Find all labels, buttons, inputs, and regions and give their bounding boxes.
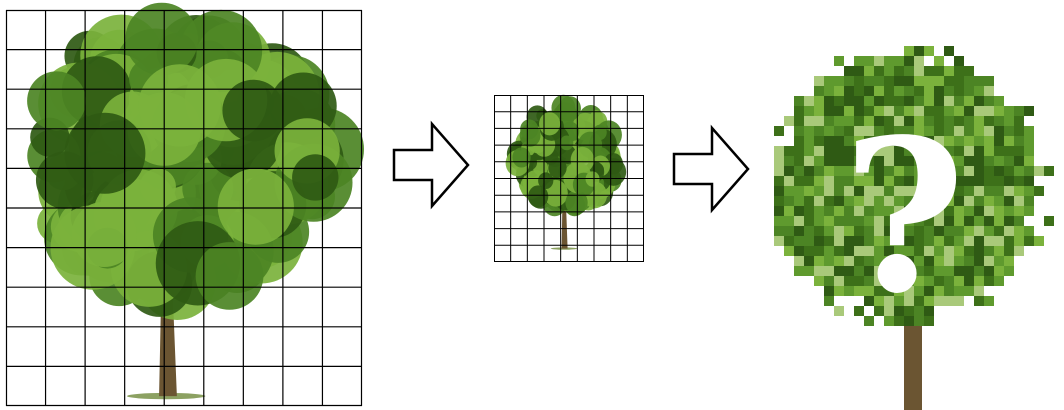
grid-overlay	[5, 9, 363, 407]
right-arrow-icon	[392, 120, 470, 210]
pixelated-tree-illustration	[774, 46, 1054, 410]
original-tree-panel	[5, 2, 365, 407]
upsampled-tree-panel: ?	[764, 36, 1064, 410]
pixelated-tree-image: ?	[774, 46, 1054, 410]
question-mark: ?	[842, 93, 965, 340]
grid-overlay	[494, 95, 644, 262]
right-arrow-icon	[672, 124, 750, 214]
downsampled-tree-panel	[494, 94, 644, 262]
tree-illustration	[27, 2, 365, 400]
downsampled-tree-image	[494, 94, 644, 262]
original-tree-image	[5, 2, 365, 407]
tree-illustration	[505, 94, 627, 250]
